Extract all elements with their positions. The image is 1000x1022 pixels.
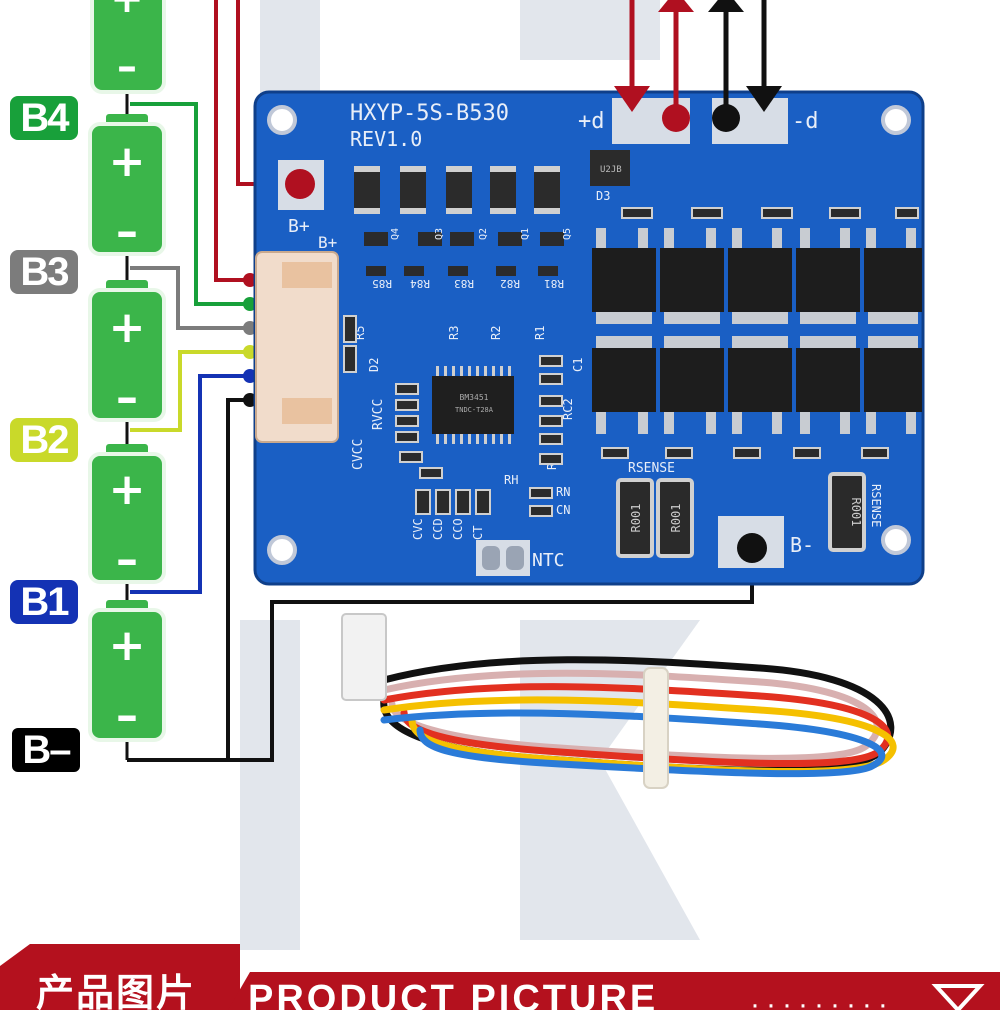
- tag-b3: B3: [10, 250, 78, 294]
- wire-gray-b3: [130, 266, 250, 330]
- svg-text:–: –: [116, 690, 138, 741]
- balance-connector: [255, 251, 339, 443]
- wire-black-bneg: [127, 398, 250, 762]
- banner-title-cn: 产品图片: [36, 971, 197, 1015]
- pad-b-minus-label: B-: [790, 533, 814, 557]
- label-q1: Q1: [520, 228, 531, 240]
- transistor-row: [364, 232, 564, 276]
- pad-b-plus-label: B+: [288, 216, 310, 237]
- pcb-board: HXYP-5S-B530 REV1.0 +d -d B+ B+ U2JB: [253, 90, 925, 586]
- tag-b4: B4: [10, 96, 78, 140]
- mosfet-array: [592, 228, 922, 434]
- connector-label: B+: [318, 233, 337, 252]
- svg-text:+: +: [109, 302, 146, 353]
- label-r82: R82: [500, 277, 520, 290]
- banner-dots: ·········: [750, 988, 894, 1021]
- balance-cable: [341, 613, 897, 789]
- resistor-value-2: R001: [669, 504, 683, 533]
- label-r81: R81: [544, 277, 564, 290]
- svg-text:+: +: [109, 136, 146, 187]
- wire-dot-b-plus: [285, 169, 315, 199]
- output-wires: [285, 0, 782, 563]
- board-revision: REV1.0: [350, 127, 422, 151]
- rsense-label-right: RSENSE: [869, 484, 883, 527]
- smd-components: [343, 207, 919, 517]
- svg-text:+: +: [109, 620, 146, 671]
- ntc-pads: NTC: [476, 540, 565, 576]
- label-r1: R1: [533, 326, 547, 340]
- wire-dot-p-minus: [712, 104, 740, 132]
- label-r85: R85: [372, 277, 392, 290]
- label-rn: RN: [556, 485, 570, 499]
- battery-cell-3: + –: [88, 280, 166, 423]
- diode-marking: U2JB: [600, 165, 622, 175]
- battery-stack: + – + – + – + – + –: [88, 0, 166, 760]
- ntc-label: NTC: [532, 550, 565, 571]
- label-r3: R3: [447, 326, 461, 340]
- label-q5: Q5: [562, 228, 573, 240]
- svg-text:+: +: [109, 464, 146, 515]
- label-d2: D2: [367, 358, 381, 372]
- label-cvcc: CVCC: [351, 439, 366, 470]
- wire-red-b5: [214, 0, 250, 282]
- pad-p-minus-label: -d: [792, 109, 819, 134]
- svg-text:–: –: [117, 44, 137, 90]
- label-rc2: RC2: [561, 398, 575, 420]
- banner-triangle-icon: [931, 984, 985, 1010]
- label-q3: Q3: [434, 228, 445, 240]
- capacitor-row: [354, 166, 560, 214]
- wire-blue-b1: [130, 374, 250, 594]
- battery-cell-4: + –: [88, 114, 166, 257]
- label-r83: R83: [454, 277, 474, 290]
- bottom-banner: [0, 944, 1000, 1010]
- tag-b2: B2: [10, 418, 78, 462]
- resistor-value-1: R001: [629, 504, 643, 533]
- label-cvc: CVC: [411, 518, 425, 540]
- svg-text:–: –: [116, 206, 138, 257]
- sense-resistors: R001 R001 R001 RSENSE RSENSE: [616, 461, 883, 558]
- protection-ic: BM3451 TNDC-T28A: [432, 366, 514, 444]
- battery-cell-5: + –: [90, 0, 166, 94]
- battery-cell-2: + –: [88, 444, 166, 585]
- chip-marking: BM3451: [460, 393, 489, 402]
- wire-yellow-b2: [130, 350, 250, 432]
- label-ct: CT: [471, 526, 485, 540]
- label-cn: CN: [556, 503, 570, 517]
- label-rvcc: RVCC: [371, 399, 386, 430]
- wire-green-b4: [130, 102, 250, 306]
- resistor-value-3: R001: [849, 498, 863, 527]
- diode-d3: U2JB D3: [590, 150, 630, 203]
- label-rh: RH: [504, 473, 518, 487]
- svg-text:–: –: [116, 534, 138, 585]
- svg-text:+: +: [110, 0, 144, 22]
- svg-text:–: –: [116, 372, 138, 423]
- label-cco: CCO: [451, 518, 465, 540]
- label-c1: C1: [571, 358, 585, 372]
- chip-marking-2: TNDC-T28A: [455, 406, 494, 414]
- battery-cell-1: + –: [88, 600, 166, 742]
- tag-b-negative: B–: [10, 726, 82, 774]
- label-r84: R84: [410, 277, 430, 290]
- wire-dot-b-minus: [737, 533, 767, 563]
- wire-dot-p-plus: [662, 104, 690, 132]
- rsense-label: RSENSE: [628, 461, 675, 476]
- label-ccd: CCD: [431, 518, 445, 540]
- tag-b1: B1: [10, 580, 78, 624]
- banner-title-en: PRODUCT PICTURE: [248, 978, 659, 1020]
- label-q4: Q4: [390, 228, 401, 240]
- pad-p-plus-label: +d: [578, 109, 605, 134]
- board-model: HXYP-5S-B530: [350, 101, 509, 126]
- diode-label: D3: [596, 189, 610, 203]
- label-r2: R2: [489, 326, 503, 340]
- label-q2: Q2: [478, 228, 489, 240]
